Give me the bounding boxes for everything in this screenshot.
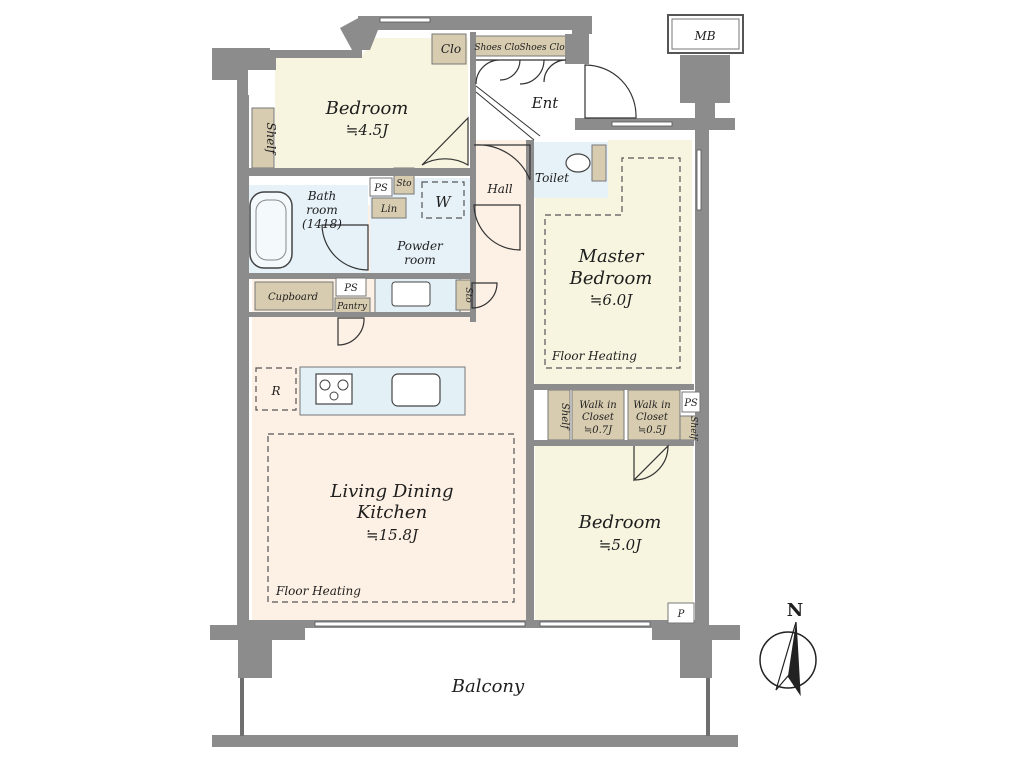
- lin-label: Lin: [380, 204, 397, 215]
- bathtub: [249, 191, 293, 269]
- compass-icon: N: [759, 600, 817, 697]
- wic1-label-1: Walk in: [579, 400, 616, 411]
- w-label: W: [435, 193, 452, 211]
- lin-area: [371, 197, 407, 219]
- sink: [391, 373, 441, 407]
- cupboard-label: Cupboard: [268, 292, 318, 303]
- ps3-label: PS: [683, 398, 698, 409]
- shelf-wic-label: Shelf: [559, 403, 570, 431]
- ldk-name-1: Living Dining: [329, 481, 453, 502]
- master-floor-heating-zone: [544, 157, 681, 369]
- toilet-storage: [591, 144, 607, 182]
- sto2-label: Sto: [463, 287, 473, 303]
- master-bedroom-area: [535, 140, 692, 385]
- bedroom-nw-name: Bedroom: [325, 98, 409, 119]
- bath-label-1: Bath: [307, 189, 337, 203]
- bedroom-se-name: Bedroom: [578, 512, 662, 533]
- wic2-label-2: Closet: [636, 412, 669, 423]
- master-bedroom-area-label: ≒6.0J: [590, 291, 633, 309]
- ent-label: Ent: [531, 94, 560, 112]
- toilet-bowl: [565, 153, 591, 173]
- bedroom-nw-area: [275, 38, 468, 168]
- bedroom-nw-area-label: ≒4.5J: [346, 121, 389, 139]
- ps1-box: [369, 177, 393, 197]
- shoes-clo-2-label: Shoes Clo: [519, 43, 565, 53]
- wic2-label-3: ≒0.5J: [638, 425, 667, 436]
- master-floor-heating: Floor Heating: [551, 349, 637, 363]
- r-label: R: [270, 384, 280, 398]
- bath-label-3: (1418): [302, 217, 342, 231]
- ldk-area-label: ≒15.8J: [366, 526, 419, 544]
- ps2-box: [335, 277, 367, 297]
- ps1-label: PS: [373, 183, 388, 194]
- fridge-space: [255, 367, 297, 411]
- bath-label-2: room: [306, 203, 338, 217]
- ldk-floor-heating-zone: [267, 433, 515, 603]
- p-box: [667, 602, 695, 624]
- closet-clo: [431, 33, 467, 65]
- north-label: N: [787, 600, 803, 621]
- master-bedroom-name-1: Master: [578, 246, 645, 267]
- ldk-floor-heating: Floor Heating: [275, 584, 361, 598]
- cupboard-area: [254, 281, 334, 311]
- wic1-area: [571, 389, 625, 441]
- clo-label: Clo: [441, 42, 461, 56]
- shelf-small-label: Shelf: [688, 416, 698, 441]
- powder-label-1: Powder: [396, 239, 444, 253]
- doors: [321, 59, 669, 482]
- sto1-label: Sto: [396, 179, 412, 189]
- toilet-label: Toilet: [535, 171, 569, 185]
- master-bedroom-name-2: Bedroom: [569, 268, 653, 289]
- bedroom-se-area-label: ≒5.0J: [599, 536, 642, 554]
- powder-label-2: room: [404, 253, 436, 267]
- bedroom-se-area: [535, 445, 693, 623]
- shoes-clo-1-label: Shoes Clo: [474, 43, 520, 53]
- ldk-name-2: Kitchen: [356, 502, 427, 523]
- hall-label: Hall: [486, 182, 512, 196]
- wic2-label-1: Walk in: [633, 400, 670, 411]
- balcony-label: Balcony: [451, 676, 525, 697]
- mb-label: MB: [693, 29, 715, 43]
- ps3-box: [681, 391, 701, 413]
- wic1-label-2: Closet: [582, 412, 615, 423]
- shelf-nw-label: Shelf: [264, 122, 278, 156]
- p-label: P: [677, 609, 685, 620]
- washbasin: [391, 281, 431, 307]
- windows: [314, 17, 702, 627]
- wic1-label-3: ≒0.7J: [584, 425, 613, 436]
- washer-space: [421, 181, 465, 219]
- ps2-label: PS: [343, 283, 358, 294]
- pantry-label: Pantry: [336, 302, 368, 312]
